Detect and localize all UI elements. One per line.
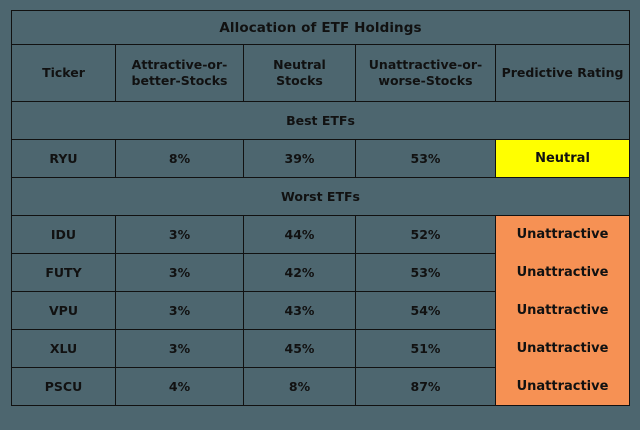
column-header-predictive-rating: Predictive Rating — [495, 44, 630, 102]
status-badge-predictive-rating: Unattractive — [495, 329, 630, 368]
section-heading-worst-etfs: Worst ETFs — [11, 177, 630, 216]
section-header-row-worst: Worst ETFs — [11, 177, 630, 216]
status-badge-predictive-rating: Neutral — [495, 139, 630, 178]
column-header-neutral-stocks: Neutral Stocks — [243, 44, 356, 102]
cell-neutral: 43% — [243, 291, 356, 330]
etf-allocation-table: Allocation of ETF Holdings Ticker Attrac… — [11, 10, 630, 406]
section-header-row-best: Best ETFs — [11, 101, 630, 140]
column-header-unattractive-line1: Unattractive-or- — [368, 57, 483, 72]
status-badge-predictive-rating: Unattractive — [495, 253, 630, 292]
status-badge-predictive-rating: Unattractive — [495, 291, 630, 330]
table-header-row: Ticker Attractive-or- better-Stocks Neut… — [11, 44, 630, 102]
table-row: PSCU 4% 8% 87% Unattractive — [11, 367, 630, 406]
column-header-unattractive-or-worse-stocks: Unattractive-or- worse-Stocks — [355, 44, 496, 102]
cell-ticker: XLU — [11, 329, 116, 368]
cell-attractive-or-better: 4% — [115, 367, 244, 406]
cell-unattractive-or-worse: 53% — [355, 253, 496, 292]
column-header-unattractive-line2: worse-Stocks — [378, 73, 473, 88]
cell-unattractive-or-worse: 54% — [355, 291, 496, 330]
table-title-row: Allocation of ETF Holdings — [11, 10, 630, 45]
cell-unattractive-or-worse: 52% — [355, 215, 496, 254]
table-row: FUTY 3% 42% 53% Unattractive — [11, 253, 630, 292]
status-badge-predictive-rating: Unattractive — [495, 367, 630, 406]
cell-attractive-or-better: 3% — [115, 291, 244, 330]
cell-neutral: 45% — [243, 329, 356, 368]
cell-attractive-or-better: 3% — [115, 215, 244, 254]
cell-unattractive-or-worse: 87% — [355, 367, 496, 406]
cell-neutral: 44% — [243, 215, 356, 254]
cell-neutral: 39% — [243, 139, 356, 178]
cell-attractive-or-better: 8% — [115, 139, 244, 178]
column-header-neutral-line2: Stocks — [276, 73, 323, 88]
cell-ticker: PSCU — [11, 367, 116, 406]
table-title: Allocation of ETF Holdings — [11, 10, 630, 45]
cell-ticker: IDU — [11, 215, 116, 254]
status-badge-predictive-rating: Unattractive — [495, 215, 630, 254]
cell-neutral: 42% — [243, 253, 356, 292]
cell-attractive-or-better: 3% — [115, 329, 244, 368]
cell-unattractive-or-worse: 53% — [355, 139, 496, 178]
cell-ticker: FUTY — [11, 253, 116, 292]
section-heading-best-etfs: Best ETFs — [11, 101, 630, 140]
cell-unattractive-or-worse: 51% — [355, 329, 496, 368]
cell-ticker: VPU — [11, 291, 116, 330]
table-row: IDU 3% 44% 52% Unattractive — [11, 215, 630, 254]
column-header-attractive-line1: Attractive-or- — [131, 57, 228, 72]
table-row: RYU 8% 39% 53% Neutral — [11, 139, 630, 178]
cell-neutral: 8% — [243, 367, 356, 406]
column-header-attractive-line2: better-Stocks — [131, 73, 228, 88]
column-header-ticker: Ticker — [11, 44, 116, 102]
column-header-attractive-or-better-stocks: Attractive-or- better-Stocks — [115, 44, 244, 102]
column-header-neutral-line1: Neutral — [273, 57, 326, 72]
cell-ticker: RYU — [11, 139, 116, 178]
etf-allocation-table-container: Allocation of ETF Holdings Ticker Attrac… — [11, 10, 630, 406]
table-row: VPU 3% 43% 54% Unattractive — [11, 291, 630, 330]
table-row: XLU 3% 45% 51% Unattractive — [11, 329, 630, 368]
cell-attractive-or-better: 3% — [115, 253, 244, 292]
